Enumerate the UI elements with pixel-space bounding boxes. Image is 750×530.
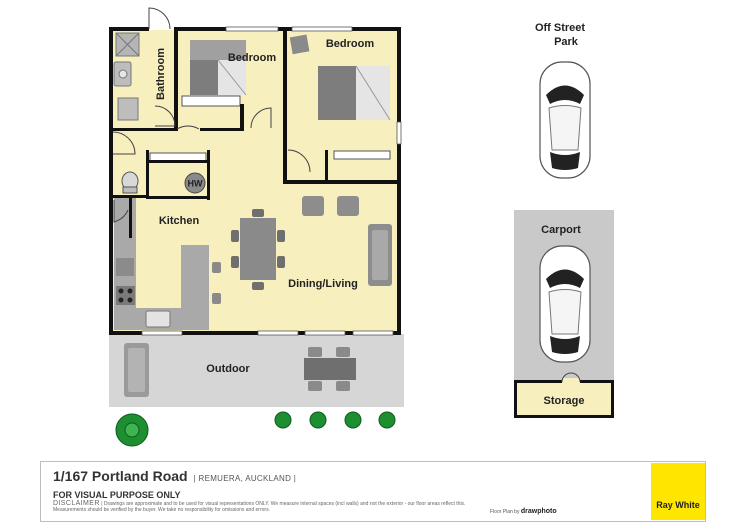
bed-2 [318,65,391,121]
label-dining-living: Dining/Living [288,278,358,290]
doors [112,7,311,223]
storage-room [514,372,614,418]
armchairs [302,196,359,216]
label-off-street-park-line2: Park [554,36,579,48]
disclaimer-title: DISCLAIMER [53,500,100,507]
floor-plan: HW [109,7,614,447]
outdoor-dining-set [304,347,356,391]
walls [109,27,401,335]
label-off-street-park-line1: Off Street [535,22,585,34]
visual-purpose-note: FOR VISUAL PURPOSE ONLY [53,490,181,500]
kitchen-sink [145,310,171,328]
floor-plan-credit: Floor Plan by drawphoto [490,508,557,515]
footer-panel: 1/167 Portland Road | REMUERA, AUCKLAND |… [40,461,706,522]
fridge [116,258,134,276]
label-carport: Carport [541,224,581,236]
disclaimer: DISCLAIMER | Drawings are approximate an… [53,500,483,513]
off-street-car [539,61,591,179]
dining-set [231,209,285,290]
address: 1/167 Portland Road [53,468,188,484]
stove [116,286,135,305]
credit-brand: drawphoto [520,508,557,515]
bedroom-side-table [289,34,310,55]
outdoor-lounge [124,343,149,397]
label-kitchen: Kitchen [159,215,200,227]
label-bathroom: Bathroom [155,48,167,100]
label-bedroom-1: Bedroom [228,52,277,64]
sofa [368,224,392,286]
svg-text:HW: HW [188,179,203,189]
suburb: | REMUERA, AUCKLAND | [193,474,297,483]
hot-water-cylinder: HW [184,172,206,194]
bathroom-cabinet [117,97,139,121]
bed-1 [190,40,247,96]
credit-prefix: Floor Plan by [490,509,520,515]
label-storage: Storage [544,395,585,407]
brand-name: Ray White [656,500,700,510]
address-line: 1/167 Portland Road | REMUERA, AUCKLAND | [53,468,296,484]
label-bedroom-2: Bedroom [326,38,375,50]
disclaimer-text: | Drawings are approximate and to be use… [53,501,466,513]
wardrobes [149,95,391,162]
ray-white-logo: Ray White [651,463,705,520]
plants [115,411,396,447]
bar-stools [212,262,221,304]
label-outdoor: Outdoor [206,363,250,375]
outdoor-area [109,334,404,407]
windows [141,26,402,336]
carport-car [539,245,591,363]
